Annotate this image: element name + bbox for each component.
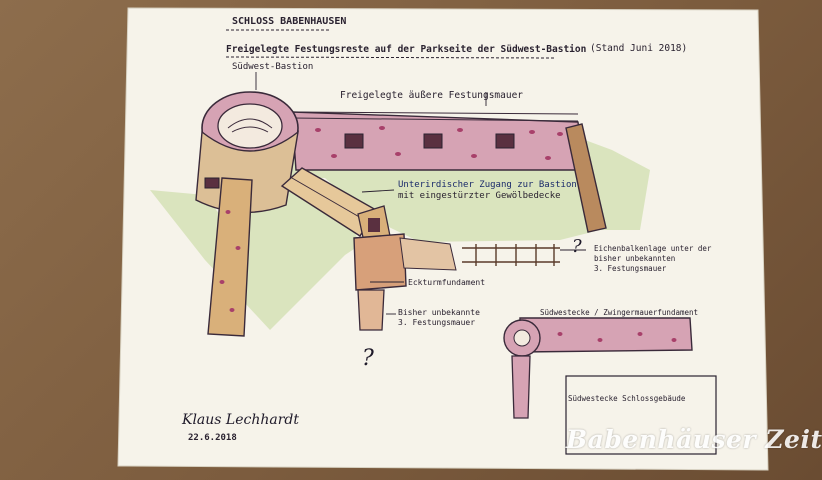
label-unknown-1: Bisher unbekannte bbox=[398, 308, 480, 317]
wall-opening bbox=[423, 133, 443, 149]
castle-building bbox=[565, 375, 717, 455]
oak-beams bbox=[462, 244, 560, 266]
question-mark-oak: ? bbox=[572, 236, 582, 257]
label-oak-3: 3. Festungsmauer bbox=[594, 264, 667, 273]
label-oak-1: Eichenbalkenlage unter der bbox=[594, 244, 712, 253]
wall-stones bbox=[315, 126, 563, 160]
subheading: Freigelegte Festungsreste auf der Parkse… bbox=[226, 44, 587, 55]
southwest-corner-wall bbox=[519, 317, 693, 353]
bastion-inner bbox=[217, 103, 283, 149]
third-wall bbox=[357, 289, 385, 331]
label-passage-1: Unterirdischer Zugang zur Bastion bbox=[398, 180, 577, 190]
southwest-corner-leg bbox=[511, 355, 531, 419]
label-passage-2: mit eingestürzter Gewölbedecke bbox=[398, 191, 561, 201]
label-southwest-corner: Südwestecke / Zwingermauerfundament bbox=[540, 308, 699, 317]
wall-opening bbox=[344, 133, 364, 149]
subheading-underline bbox=[225, 56, 557, 59]
wall-opening bbox=[495, 133, 515, 149]
grass-area bbox=[150, 140, 650, 330]
label-bastion: Südwest-Bastion bbox=[232, 62, 314, 72]
label-oak-2: bisher unbekannten bbox=[594, 254, 676, 263]
watermark-logo: Babenhäuser Zeitung bbox=[566, 425, 822, 454]
wall-end bbox=[565, 123, 607, 233]
signature-name: Klaus Lechhardt bbox=[182, 412, 300, 428]
left-wall bbox=[207, 177, 253, 337]
stand-date: (Stand Juni 2018) bbox=[590, 43, 688, 54]
label-outer-wall: Freigelegte äußere Festungsmauer bbox=[340, 90, 524, 101]
label-corner-foundation: Eckturmfundament bbox=[408, 278, 486, 287]
question-mark-wall: ? bbox=[362, 346, 374, 371]
label-unknown-2: 3. Festungsmauer bbox=[398, 318, 476, 327]
leader-lines bbox=[255, 72, 586, 315]
signature-date: 22.6.2018 bbox=[188, 433, 237, 443]
label-building: Südwestecke Schlossgebäude bbox=[568, 394, 686, 403]
corner-foundation bbox=[353, 233, 407, 291]
heading: SCHLOSS BABENHAUSEN bbox=[232, 16, 347, 27]
